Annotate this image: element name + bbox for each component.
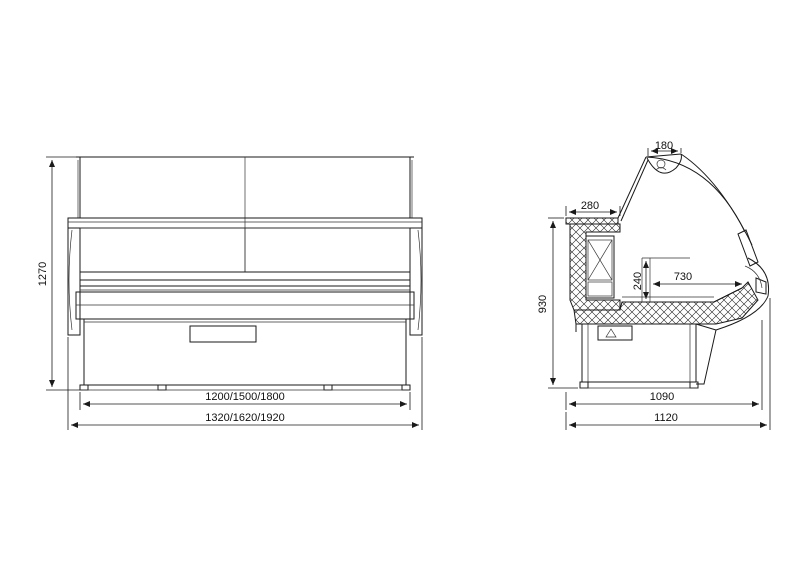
side-display-depth-dimension: 730: [653, 271, 742, 287]
side-depth-inner-dimension: 1090: [565, 320, 763, 410]
side-display-height-dimension: 240: [632, 261, 649, 299]
side-depth-outer-dimension: 1120: [565, 298, 771, 430]
front-base-cabinet: [83, 318, 407, 386]
front-outer-width-label: 1320/1620/1920: [205, 412, 285, 424]
side-top-shelf-label: 280: [581, 200, 599, 212]
side-top-shelf-dimension: 280: [565, 200, 621, 216]
side-rear-insulation: [569, 223, 621, 311]
side-view: 280 180 240 730 930: [537, 140, 771, 430]
front-feet: [79, 384, 411, 391]
front-height-dimension: 1270: [37, 156, 80, 391]
side-total-height-dimension: 930: [537, 217, 578, 389]
side-lamp-housing: [646, 153, 682, 174]
front-view: 1270 1200/1500/1800 1320/1620/1920: [37, 156, 423, 430]
side-glass-top-dimension: 180: [647, 140, 682, 156]
side-curved-glass: [617, 153, 759, 267]
side-base-frame: [575, 323, 717, 389]
side-total-height-label: 930: [537, 295, 549, 313]
front-inner-width-label: 1200/1500/1800: [205, 391, 285, 403]
side-top-shelf: [565, 217, 619, 225]
side-glass-top-label: 180: [655, 140, 673, 152]
front-outer-width-dimension: 1320/1620/1920: [67, 337, 423, 430]
side-depth-inner-label: 1090: [650, 391, 674, 403]
front-display-area: [80, 227, 410, 272]
side-display-depth-label: 730: [674, 271, 692, 283]
side-depth-outer-label: 1120: [654, 412, 678, 424]
side-front-bumper: [715, 257, 770, 331]
front-bumper-band: [75, 271, 415, 320]
front-height-label: 1270: [37, 262, 49, 286]
side-display-height-label: 240: [632, 272, 644, 290]
front-inner-width-dimension: 1200/1500/1800: [79, 391, 411, 410]
